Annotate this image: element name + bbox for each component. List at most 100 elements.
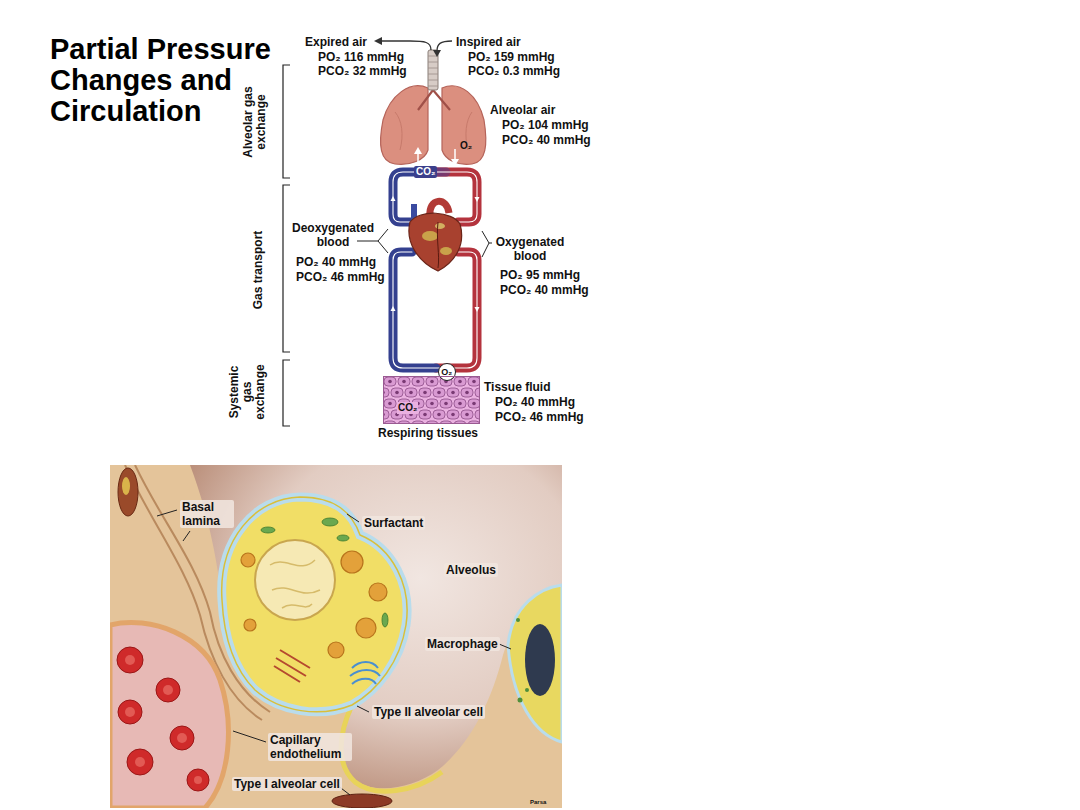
tissue-cell: [391, 388, 403, 397]
flow-arrow: [475, 307, 480, 312]
cell-nucleus: [430, 402, 434, 406]
part-label: Type I alveolar cell: [232, 777, 342, 791]
part-label: Capillary endothelium: [268, 733, 352, 761]
leader-line: [157, 510, 177, 516]
trachea: [428, 56, 438, 86]
type-two-cell: [270, 560, 320, 608]
red-blood-cell: [177, 733, 187, 743]
tissue-cell: [447, 388, 459, 397]
part-label: Type II alveolar cell: [372, 705, 485, 719]
alveolar-lumen: [190, 465, 562, 788]
cell-nucleus: [437, 391, 441, 395]
heart: [437, 222, 438, 268]
airflow-arrow: [433, 50, 441, 57]
leader-line: [183, 531, 190, 541]
tissue-cell: [447, 410, 459, 419]
flow-arrow: [391, 306, 396, 311]
type-two-cell: [341, 551, 363, 573]
red-blood-cell: [194, 776, 202, 784]
blood-vessel: [436, 252, 477, 368]
stage-bracket: [283, 65, 290, 178]
red-blood-cell: [127, 749, 153, 775]
macrophage: [525, 688, 529, 692]
stage-bracket: [283, 185, 290, 352]
tissue-cell: [454, 399, 466, 408]
tissue-cell: [405, 388, 417, 397]
type-two-cell: [241, 551, 387, 658]
leader-line: [499, 644, 511, 649]
cell-nucleus: [423, 413, 427, 417]
red-blood-cell: [135, 757, 145, 767]
flow-arrow: [391, 196, 396, 201]
blood-label: Deoxygenated blood: [290, 221, 376, 249]
pressure-value: PCO₂ 40 mmHg: [500, 283, 589, 297]
part-label: Alveolus: [444, 563, 498, 577]
pressure-value: PCO₂ 0.3 mmHg: [468, 64, 560, 78]
airflow-arrow: [437, 41, 452, 51]
red-blood-cell: [118, 700, 142, 724]
heart: [422, 231, 438, 241]
gas-arrow: [417, 153, 419, 164]
wall-cell: [122, 477, 130, 495]
cell-nucleus: [437, 413, 441, 417]
tissue-cell: [454, 377, 466, 386]
pressure-value: PO₂ 104 mmHg: [502, 118, 589, 132]
gas-arrow: [451, 159, 459, 166]
cell-nucleus: [402, 380, 406, 384]
airflow-arrow: [374, 37, 382, 45]
macrophage: [508, 585, 562, 742]
tissue-cell: [461, 410, 473, 419]
pressure-value: PO₂ 159 mmHg: [468, 50, 555, 64]
cell-nucleus: [472, 402, 476, 406]
air-label: Inspired air: [456, 35, 521, 49]
leader-line: [357, 706, 369, 712]
tissue-cell: [433, 388, 445, 397]
part-label: Macrophage: [425, 637, 500, 651]
red-blood-cell: [125, 655, 202, 784]
gas-arrow: [454, 149, 456, 160]
cell-nucleus: [451, 391, 455, 395]
air-label: Alveolar air: [490, 103, 555, 117]
cell-nucleus: [465, 413, 469, 417]
capillary: [110, 622, 228, 808]
blood-bracket: [482, 231, 492, 257]
artist-signature: Parsa: [530, 799, 546, 806]
tissue-cell: [412, 377, 424, 386]
gas-arrow: [414, 147, 422, 154]
tissue-cell: [426, 377, 438, 386]
tissue-cell: [433, 410, 445, 419]
cell-nucleus: [458, 380, 462, 384]
air-label: Expired air: [305, 35, 367, 49]
cell-nucleus: [451, 413, 455, 417]
flow-arrow: [475, 197, 480, 202]
cell-nucleus: [430, 380, 434, 384]
type-two-cell: [241, 553, 255, 567]
tissue-cell: [468, 377, 480, 386]
stage-bracket: [283, 360, 290, 426]
pressure-value: PCO₂ 46 mmHg: [296, 270, 385, 284]
tissue-cell: [461, 388, 473, 397]
leader-line: [347, 514, 359, 522]
blood-label: Oxygenated blood: [493, 235, 567, 263]
tissue-cell: [383, 377, 480, 424]
tissue-cell: [384, 377, 396, 386]
alveolus-illustration: [110, 465, 562, 808]
cell-nucleus: [409, 391, 413, 395]
type-two-cell: [328, 642, 344, 658]
heart: [409, 213, 462, 271]
tissue-cell: [398, 377, 410, 386]
gas-label: CO₂: [414, 166, 437, 178]
type-two-cell: [322, 518, 338, 526]
airflow-arrow: [381, 41, 431, 50]
type-two-cell: [261, 518, 388, 627]
wall-cell: [118, 468, 138, 516]
pressure-value: PCO₂ 40 mmHg: [502, 133, 591, 147]
red-blood-cell: [117, 647, 209, 791]
pressure-value: PO₂ 40 mmHg: [495, 395, 575, 409]
pressure-value: PO₂ 40 mmHg: [296, 255, 376, 269]
node-text: CO₂: [397, 402, 418, 414]
macrophage: [518, 698, 523, 703]
pressure-value: PO₂ 95 mmHg: [500, 268, 580, 282]
cell-nucleus: [416, 380, 420, 384]
